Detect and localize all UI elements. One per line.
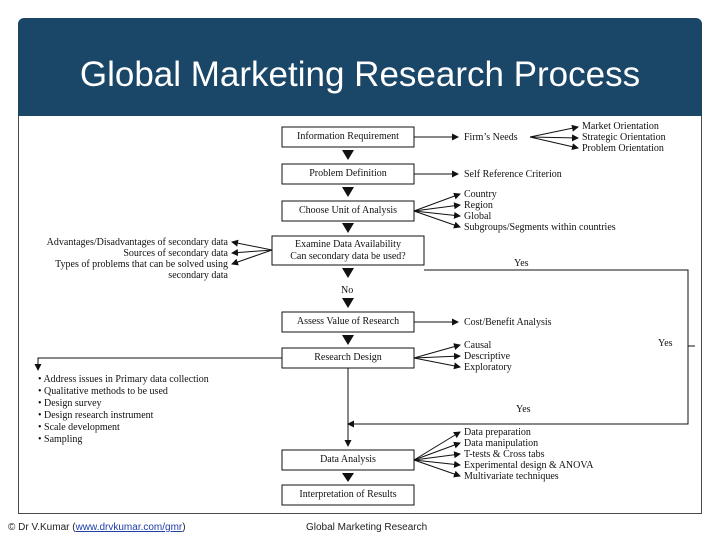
primary-item: • Address issues in Primary data collect… — [38, 374, 209, 385]
down-arrow-7 — [342, 473, 354, 482]
down-arrow-4 — [342, 268, 354, 278]
arrow-design-exploratory — [413, 357, 461, 370]
primary-item-text: Qualitative methods to be used — [44, 386, 168, 397]
yes-label-right: Yes — [658, 338, 673, 349]
down-arrow-6 — [342, 335, 354, 345]
primary-item-text: Design research instrument — [44, 410, 154, 421]
diagram-frame — [18, 116, 702, 514]
analysis-item: Data preparation — [464, 427, 531, 438]
primary-item: • Design research instrument — [38, 410, 154, 421]
primary-item-text: Address issues in Primary data collectio… — [43, 374, 209, 385]
firms-needs-item: Problem Orientation — [582, 143, 664, 154]
primary-item-text: Scale development — [44, 422, 120, 433]
arrow-analysis-prep — [413, 431, 461, 461]
primary-item: • Qualitative methods to be used — [38, 386, 168, 397]
arrow-design-causal — [413, 343, 461, 359]
arrow-unit-global — [413, 210, 461, 219]
arrow-analysis-ttests — [413, 451, 461, 461]
step-label-problem: Problem Definition — [309, 168, 387, 179]
unit-item: Global — [464, 211, 492, 222]
footer-link[interactable]: www.drvkumar.com/gmr — [75, 522, 183, 533]
arrow-firms-problem — [529, 136, 579, 151]
arrow-design-descriptive — [413, 352, 461, 360]
arrow-unit-country — [413, 192, 461, 212]
arrow-analysis-manip — [413, 441, 461, 461]
firms-needs-label: Firm’s Needs — [464, 132, 518, 143]
arrow-analysis-anova — [413, 459, 461, 468]
analysis-item: Data manipulation — [464, 438, 539, 449]
down-arrow-1 — [342, 150, 354, 160]
analysis-item: Multivariate techniques — [464, 471, 559, 482]
step-label-examine: Examine Data Availability — [295, 239, 401, 250]
arrow-analysis-multi — [413, 459, 461, 478]
step-label-assess: Assess Value of Research — [296, 316, 400, 327]
secondary-data-item: Sources of secondary data — [123, 248, 228, 259]
arrow-unit-region — [413, 202, 461, 212]
design-type-item: Causal — [464, 340, 492, 351]
primary-item: • Design survey — [38, 398, 102, 409]
title-bar — [18, 18, 702, 116]
down-arrow-3 — [342, 223, 354, 233]
arrow-firms-market — [529, 124, 579, 138]
secondary-data-item: Advantages/Disadvantages of secondary da… — [46, 237, 228, 248]
design-type-item: Exploratory — [464, 362, 512, 373]
arrow-firms-strategic — [529, 134, 579, 142]
step-label-interpretation: Interpretation of Results — [299, 489, 397, 500]
step-label-unit: Choose Unit of Analysis — [298, 205, 398, 216]
primary-item: • Scale development — [38, 422, 120, 433]
firms-needs-item: Market Orientation — [582, 121, 659, 132]
arrow-examine-advantages — [231, 239, 273, 251]
arrow-examine-types — [231, 249, 273, 266]
arrow-examine-sources — [231, 249, 273, 257]
step-sublabel-examine: Can secondary data be used? — [290, 251, 406, 262]
down-arrow-2 — [342, 187, 354, 197]
primary-item: • Sampling — [38, 434, 83, 445]
arrow-design-primary — [34, 357, 282, 371]
unit-item: Region — [464, 200, 493, 211]
unit-item: Subgroups/Segments within countries — [464, 222, 616, 233]
yes-label-top: Yes — [514, 258, 529, 269]
analysis-item: T-tests & Cross tabs — [464, 449, 545, 460]
design-type-item: Descriptive — [464, 351, 511, 362]
step-box-interpretation — [281, 484, 415, 506]
footer-copyright-text: © Dr V.Kumar ( — [8, 522, 76, 533]
primary-item-text: Sampling — [44, 434, 83, 445]
footer-center: Global Marketing Research — [306, 522, 428, 533]
self-reference-label: Self Reference Criterion — [464, 169, 562, 180]
secondary-data-item: Types of problems that can be solved usi… — [55, 259, 228, 270]
step-label-information: Information Requirement — [297, 131, 399, 142]
slide-title: Global Marketing Research Process — [79, 55, 641, 94]
yes-label-bottom: Yes — [516, 404, 531, 415]
yes-loop-line — [347, 269, 689, 428]
unit-item: Country — [464, 189, 497, 200]
step-label-analysis: Data Analysis — [320, 454, 376, 465]
arrow-unit-subgroups — [413, 210, 461, 229]
cost-benefit-label: Cost/Benefit Analysis — [464, 317, 552, 328]
step-box-examine — [271, 235, 425, 266]
down-arrow-5 — [342, 298, 354, 308]
analysis-item: Experimental design & ANOVA — [464, 460, 594, 471]
primary-item-text: Design survey — [44, 398, 102, 409]
step-label-research: Research Design — [314, 352, 382, 363]
footer-copyright-close: ) — [182, 522, 186, 533]
no-label: No — [341, 285, 354, 296]
firms-needs-item: Strategic Orientation — [582, 132, 666, 143]
footer-copyright: © Dr V.Kumar (www.drvkumar.com/gmr) — [8, 522, 186, 533]
secondary-data-item: secondary data — [168, 270, 228, 281]
